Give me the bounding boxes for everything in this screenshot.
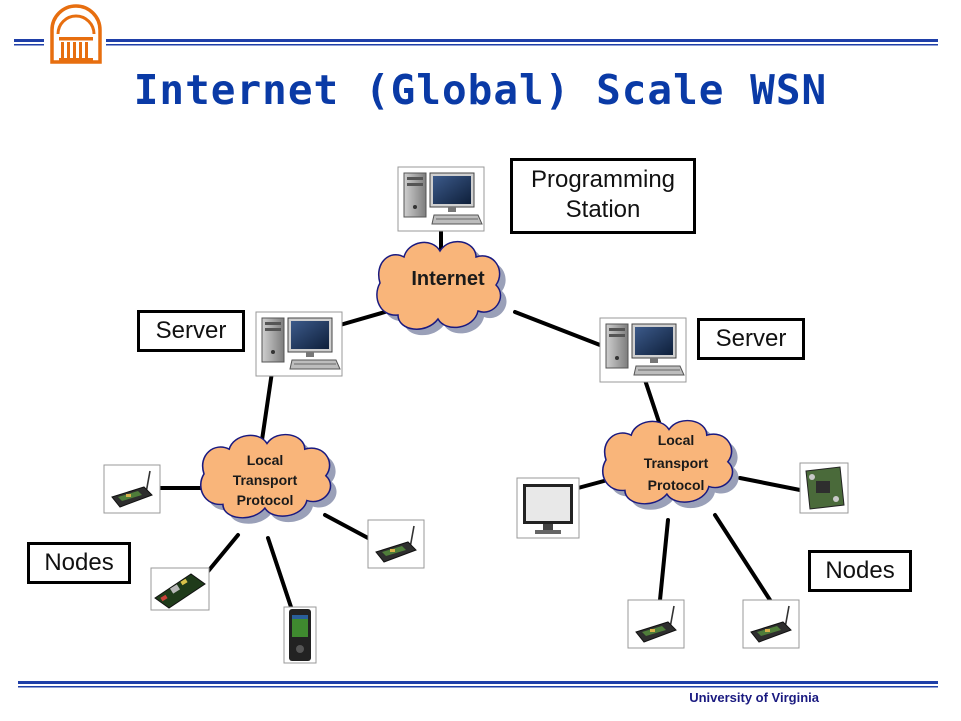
- local-left-line1: Local: [247, 452, 284, 468]
- rotunda-logo-icon: [50, 4, 102, 64]
- lcd-monitor-icon: [516, 477, 580, 539]
- link-local-right-node3: [713, 513, 772, 602]
- programming-station-computer-icon: [397, 166, 485, 232]
- local-left-line3: Protocol: [237, 492, 294, 508]
- server-left-label: Server: [137, 310, 245, 352]
- local-left-line2: Transport: [233, 472, 298, 488]
- link-local-right-node1: [738, 476, 802, 492]
- slide-title: Internet (Global) Scale WSN: [133, 66, 828, 114]
- sensor-node-icon: [103, 464, 161, 514]
- header-rule-right-top: [106, 39, 938, 42]
- header-rule-left-bottom: [14, 44, 44, 46]
- sensor-board-icon: [799, 462, 849, 514]
- link-local-left-node2: [323, 513, 370, 540]
- programming-station-line1: Programming: [530, 166, 676, 193]
- footer-institution: University of Virginia: [689, 690, 819, 705]
- internet-cloud: Internet: [376, 240, 507, 336]
- server-right-computer-icon: [599, 317, 687, 383]
- internet-cloud-label: Internet: [411, 268, 485, 290]
- local-transport-cloud-left: Local Transport Protocol: [199, 433, 337, 524]
- sensor-node-icon: [367, 519, 425, 569]
- header-rule-right-bottom: [106, 44, 938, 46]
- header-rule-left-top: [14, 39, 44, 42]
- local-right-line3: Protocol: [648, 477, 705, 493]
- footer-rule-top: [18, 681, 938, 684]
- link-server-right-local-right: [643, 378, 662, 427]
- footer-rule-bottom: [18, 686, 938, 688]
- sensor-node-icon: [627, 599, 685, 649]
- link-local-left-pda: [266, 536, 294, 612]
- local-transport-cloud-right: Local Transport Protocol: [601, 419, 739, 510]
- nodes-left-label: Nodes: [27, 542, 131, 584]
- link-server-left-local-left: [260, 370, 274, 442]
- local-right-line2: Transport: [644, 455, 709, 471]
- local-right-line1: Local: [658, 432, 695, 448]
- link-internet-server-right: [513, 310, 602, 347]
- link-local-right-node2: [658, 518, 670, 602]
- pda-icon: [283, 606, 317, 664]
- link-local-left-board: [203, 533, 240, 577]
- server-right-label: Server: [697, 318, 805, 360]
- programming-station-line2: Station: [565, 196, 641, 223]
- server-left-computer-icon: [255, 311, 343, 377]
- sensor-node-icon: [742, 599, 800, 649]
- programming-station-label: Programming Station: [510, 158, 696, 234]
- nodes-right-label: Nodes: [808, 550, 912, 592]
- link-internet-server-left: [338, 310, 387, 327]
- sensor-board-icon: [150, 567, 210, 611]
